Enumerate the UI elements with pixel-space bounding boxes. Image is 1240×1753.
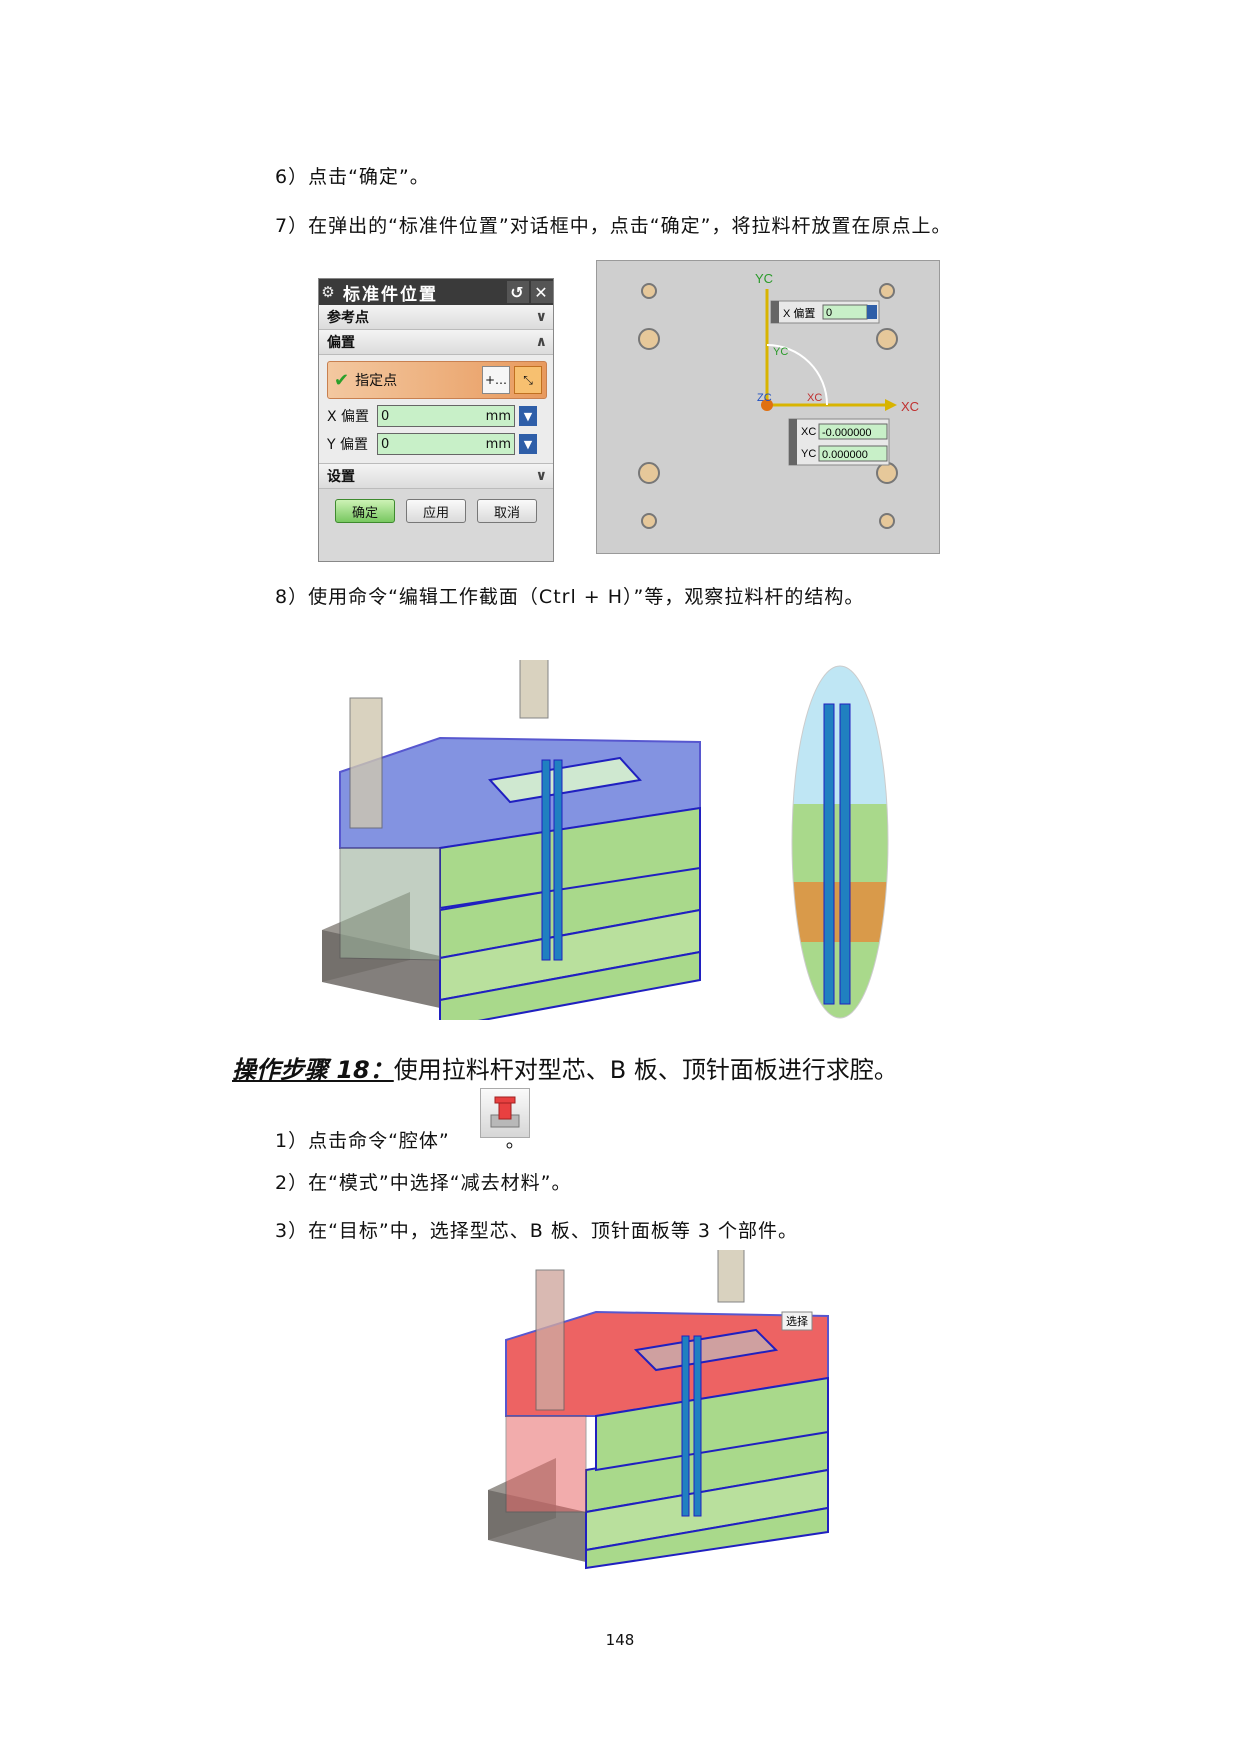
y-offset-label: Y 偏置 xyxy=(327,437,369,453)
section-label: 设置 xyxy=(327,469,355,485)
step-6: 6）点击“确定”。 xyxy=(275,166,430,188)
x-offset-label: X 偏置 xyxy=(327,409,370,425)
yc-arc-label: YC xyxy=(773,346,788,358)
xc-handle-label: XC xyxy=(801,426,816,438)
select-tooltip: 选择 xyxy=(781,1311,813,1331)
xc-handle-value: -0.000000 xyxy=(822,427,872,439)
dialog-buttons: 确定 应用 取消 xyxy=(319,489,553,523)
rotation-arc xyxy=(766,344,828,406)
step-8: 8）使用命令“编辑工作截面（Ctrl + H）”等，观察拉料杆的结构。 xyxy=(275,586,865,608)
guide-pillar-1 xyxy=(349,697,383,829)
bolt-holes xyxy=(638,283,898,529)
specify-point-selector[interactable]: ✔ 指定点 +… ⤡ xyxy=(327,361,547,399)
origin-handle xyxy=(761,399,773,411)
x-offset-handle-value: 0 xyxy=(826,307,832,319)
check-icon: ✔ xyxy=(334,369,350,391)
chevron-down-icon: ∨ xyxy=(535,309,547,325)
step-2: 2）在“模式”中选择“减去材料”。 xyxy=(275,1172,572,1194)
point-dialog-icon[interactable]: +… xyxy=(482,366,510,394)
standard-part-position-dialog: ⚙ 标准件位置 ↺ ✕ 参考点 ∨ 偏置 ∧ ✔ 指定点 +… ⤡ X 偏置 0… xyxy=(318,278,554,562)
dialog-titlebar: ⚙ 标准件位置 ↺ ✕ xyxy=(319,279,553,305)
step-heading-text: 使用拉料杆对型芯、B 板、顶针面板进行求腔。 xyxy=(393,1056,898,1084)
section-label: 参考点 xyxy=(327,310,369,326)
step-heading-tag: 操作步骤 18： xyxy=(232,1056,394,1084)
x-offset-handle-label: X 偏置 xyxy=(783,306,815,320)
point-inference-icon[interactable]: ⤡ xyxy=(514,366,542,394)
step-heading: 操作步骤 18：使用拉料杆对型芯、B 板、顶针面板进行求腔。 xyxy=(232,1050,898,1085)
zc-label: ZC xyxy=(757,392,772,404)
ok-button[interactable]: 确定 xyxy=(335,499,395,523)
xc-yc-handle[interactable]: XC -0.000000 YC 0.000000 xyxy=(788,418,890,466)
x-offset-dropdown-icon[interactable]: ▼ xyxy=(519,406,537,426)
mold-assembly-section-view xyxy=(322,660,701,1020)
guide-pillar-2 xyxy=(519,660,549,719)
page-number: 148 xyxy=(605,1631,635,1649)
y-offset-dropdown-icon[interactable]: ▼ xyxy=(519,434,537,454)
dialog-title: 标准件位置 xyxy=(343,284,438,305)
chevron-up-icon: ∧ xyxy=(535,334,547,350)
chevron-down-icon: ∨ xyxy=(535,468,547,484)
select-tooltip-label: 选择 xyxy=(786,1314,808,1328)
specify-point-label: 指定点 xyxy=(355,373,398,389)
plate-view: YC YC XC XC ZC X 偏置 0 XC -0.000000 YC 0.… xyxy=(638,271,919,529)
x-offset-handle[interactable]: X 偏置 0 xyxy=(770,300,880,324)
cavity-command-icon[interactable] xyxy=(480,1088,530,1138)
section-reference-point[interactable]: 参考点 ∨ xyxy=(319,305,553,330)
section-label: 偏置 xyxy=(327,335,355,351)
yc-label: YC xyxy=(755,271,773,286)
step-7: 7）在弹出的“标准件位置”对话框中，点击“确定”，将拉料杆放置在原点上。 xyxy=(275,215,952,237)
cancel-button[interactable]: 取消 xyxy=(477,499,537,523)
sprue-puller-detail-view xyxy=(791,665,889,1019)
section-settings[interactable]: 设置 ∨ xyxy=(319,464,553,489)
yc-handle-label: YC xyxy=(801,448,816,460)
close-icon[interactable]: ✕ xyxy=(531,281,553,303)
xc-arrow xyxy=(885,399,897,411)
section-offset[interactable]: 偏置 ∧ xyxy=(319,330,553,355)
graphics-window[interactable]: YC YC XC XC ZC X 偏置 0 XC -0.000000 YC 0.… xyxy=(596,260,940,554)
yc-handle-value: 0.000000 xyxy=(822,449,868,461)
step-3: 3）在“目标”中，选择型芯、B 板、顶针面板等 3 个部件。 xyxy=(275,1220,799,1242)
apply-button[interactable]: 应用 xyxy=(406,499,466,523)
gear-icon[interactable]: ⚙ xyxy=(321,283,337,301)
cavity-block xyxy=(488,756,642,804)
xc-arc-label: XC xyxy=(807,392,822,404)
sprue-puller xyxy=(541,759,551,961)
reset-icon[interactable]: ↺ xyxy=(507,281,529,303)
mold-assembly-target-selection: 选择 xyxy=(488,1250,829,1570)
xc-label: XC xyxy=(901,399,919,414)
